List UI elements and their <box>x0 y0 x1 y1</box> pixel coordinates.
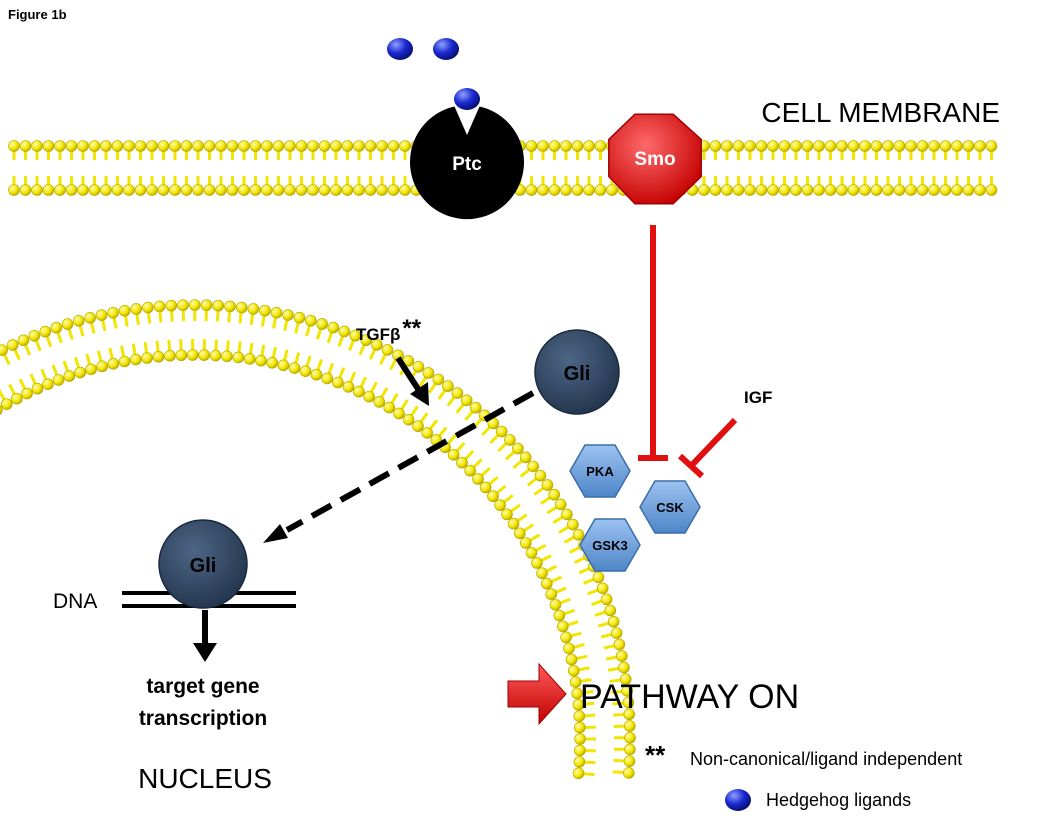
transcription-arrow-head <box>193 643 217 662</box>
target-gene-line1: target gene <box>146 675 259 698</box>
figure-label: Figure 1b <box>8 7 67 22</box>
pathway-status: PATHWAY ON <box>580 678 799 716</box>
csk-kinase: CSK <box>639 480 701 534</box>
gli-translocation-arrow-head <box>263 524 288 543</box>
gli-cytoplasm-label: Gli <box>564 363 591 385</box>
nuclear-membrane-bilayer <box>0 299 636 780</box>
gli-nucleus-label: Gli <box>190 555 217 577</box>
pka-label: PKA <box>586 464 614 479</box>
legend-noncanonical: Non-canonical/ligand independent <box>690 749 962 769</box>
ptc-receptor <box>410 106 524 220</box>
bound-hedgehog-ligand <box>454 88 480 110</box>
legend-ligand-icon <box>725 789 751 811</box>
tgfb-arrow-head <box>410 382 429 406</box>
tgfb-arrow-line <box>395 356 423 394</box>
pka-kinase: PKA <box>569 444 631 498</box>
cell-membrane-label: CELL MEMBRANE <box>761 97 1000 128</box>
csk-label: CSK <box>656 500 684 515</box>
legend-ligands: Hedgehog ligands <box>766 790 911 810</box>
gsk3-kinase: GSK3 <box>579 518 641 572</box>
ptc-label: Ptc <box>452 154 482 175</box>
gli-translocation-arrow <box>285 390 535 533</box>
igf-label: IGF <box>744 388 772 407</box>
gsk3-label: GSK3 <box>592 538 627 553</box>
target-gene-line2: transcription <box>139 707 267 730</box>
legend-marker: ** <box>645 740 666 770</box>
igf-inhibition-bar <box>677 453 705 479</box>
hedgehog-ligand <box>387 38 413 60</box>
pathway-on-arrow-icon <box>507 662 567 726</box>
gli-cytoplasm <box>534 329 620 415</box>
nucleus-label: NUCLEUS <box>138 763 272 794</box>
smo-label: Smo <box>634 149 675 170</box>
igf-inhibition-line <box>688 417 738 469</box>
hedgehog-ligand <box>433 38 459 60</box>
gli-nucleus <box>158 519 248 609</box>
dna-label: DNA <box>53 590 97 613</box>
smo-receptor <box>608 113 702 205</box>
tgfb-label: TGFβ** <box>356 315 422 344</box>
